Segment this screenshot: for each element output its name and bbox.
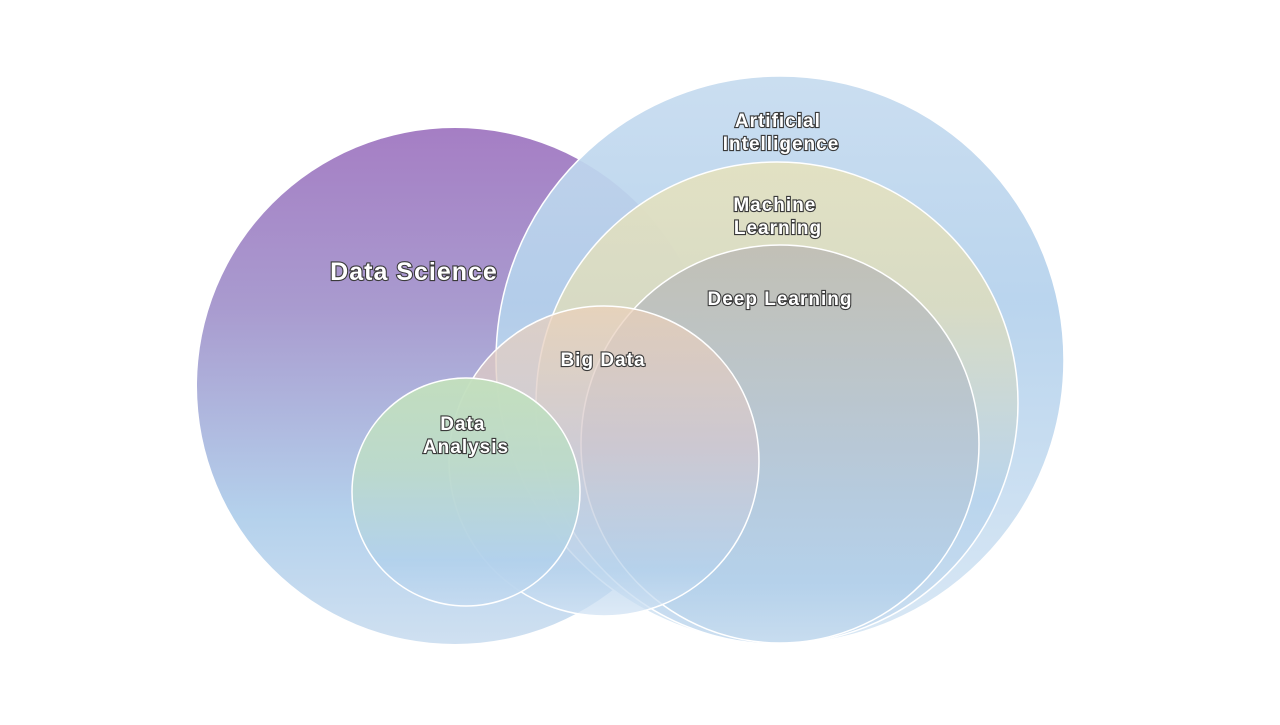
data-science-label: Data Science bbox=[330, 258, 498, 286]
artificial-intelligence-label: Artificial Intelligence bbox=[723, 111, 840, 155]
data-analysis-circle bbox=[351, 377, 581, 607]
machine-learning-label: Machine Learning bbox=[733, 195, 822, 239]
big-data-label: Big Data bbox=[560, 350, 645, 371]
deep-learning-label: Deep Learning bbox=[708, 289, 853, 310]
data-analysis-label: Data Analysis bbox=[423, 414, 509, 458]
